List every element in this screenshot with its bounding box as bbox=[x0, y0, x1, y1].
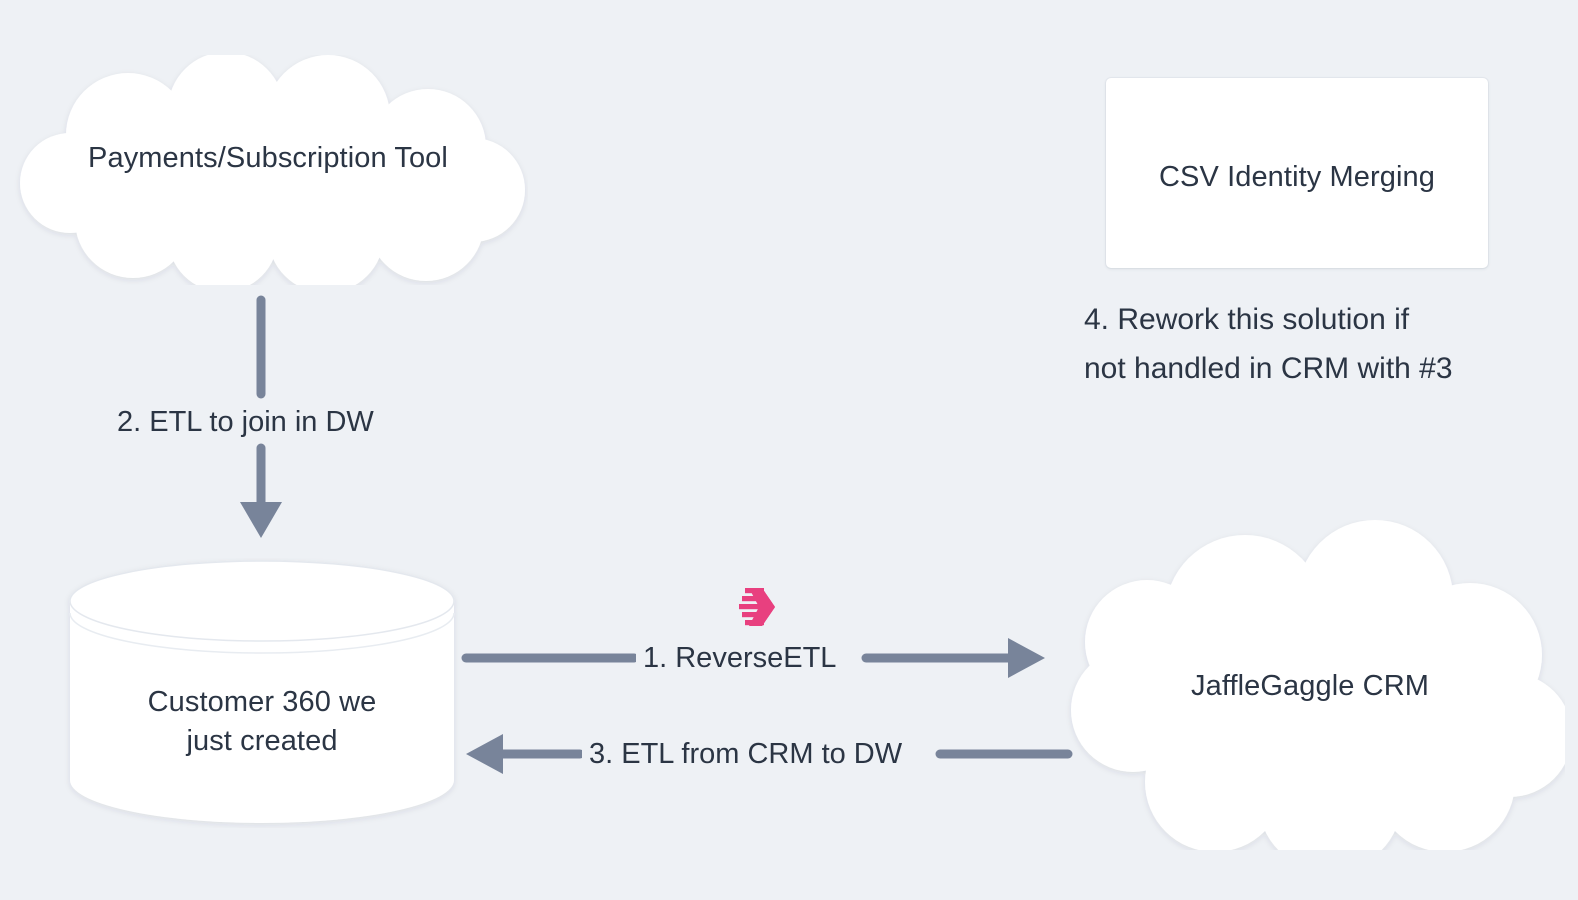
hightouch-logo-icon bbox=[735, 585, 781, 629]
node-customer-360-warehouse[interactable]: Customer 360 we just created bbox=[62, 558, 462, 828]
annotation-rework-note: 4. Rework this solution if not handled i… bbox=[1084, 303, 1453, 385]
cloud-shape bbox=[20, 55, 525, 285]
node-payments-subscription-tool[interactable]: Payments/Subscription Tool bbox=[8, 55, 528, 285]
cylinder-shape bbox=[69, 560, 455, 823]
node-label-csv: CSV Identity Merging bbox=[1158, 161, 1435, 193]
edge-label-etl-from-crm: 3. ETL from CRM to DW bbox=[582, 736, 910, 774]
arrowhead-right-icon bbox=[1008, 638, 1045, 678]
arrowhead-down-icon bbox=[240, 502, 282, 538]
hightouch-glyph bbox=[739, 588, 775, 626]
node-jafflegaggle-crm[interactable]: JaffleGaggle CRM bbox=[1055, 520, 1565, 850]
edge-label-etl-join: 2. ETL to join in DW bbox=[110, 404, 381, 442]
node-csv-identity-merging[interactable]: CSV Identity Merging bbox=[1106, 78, 1488, 268]
cloud-shape bbox=[1071, 520, 1565, 850]
arrowhead-left-icon bbox=[466, 734, 503, 774]
edge-label-reverse-etl: 1. ReverseETL bbox=[636, 640, 844, 678]
